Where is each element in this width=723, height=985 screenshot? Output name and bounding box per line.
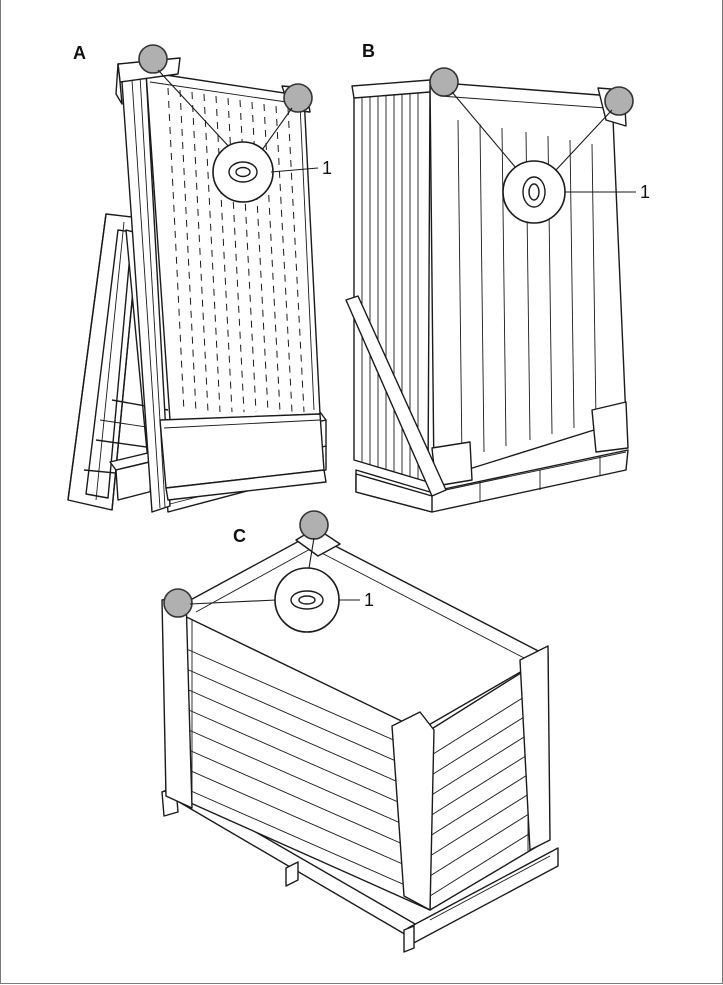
callout-number: 1 (322, 158, 332, 178)
panel-a (67, 44, 327, 513)
panel-label-c: C (233, 526, 246, 546)
callout-number: 1 (640, 182, 650, 202)
zoom-detail (502, 160, 566, 224)
panel-a-face (145, 71, 321, 421)
zoom-detail (212, 141, 274, 203)
panel-label-a: A (73, 43, 86, 63)
panel-c-left-layers (165, 612, 431, 897)
panel-b (345, 67, 636, 513)
corner-marker (429, 67, 459, 97)
panel-label-b: B (362, 41, 375, 61)
corner-marker (604, 86, 634, 116)
corner-marker (163, 588, 193, 618)
pallet-b (355, 449, 629, 513)
corner-marker (283, 83, 313, 113)
zoom-detail (274, 567, 340, 633)
callout-number: 1 (364, 590, 374, 610)
panel-c (161, 510, 559, 953)
panel-b-strap (345, 295, 447, 497)
corner-marker (138, 44, 168, 74)
corner-marker (299, 510, 329, 540)
